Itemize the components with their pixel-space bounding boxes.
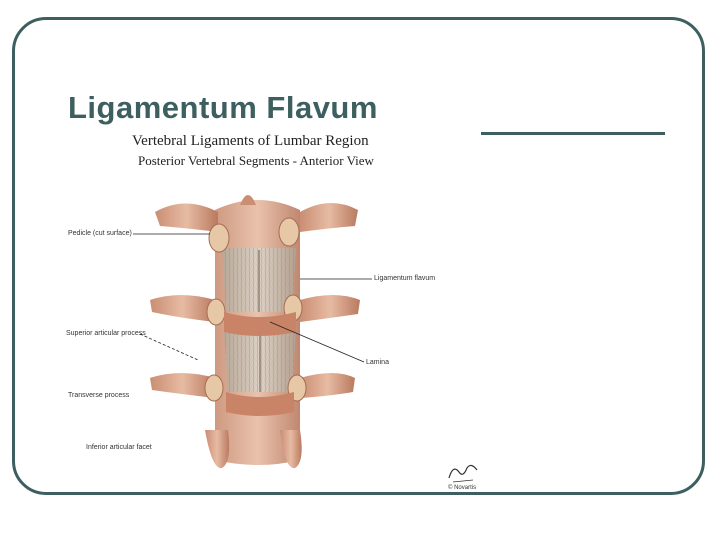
ligamentum-flavum-sheets xyxy=(222,248,296,392)
signature-credit: © Novartis xyxy=(448,485,477,491)
figure-subtitle: Posterior Vertebral Segments - Anterior … xyxy=(138,153,374,168)
lamina-bands xyxy=(224,312,296,416)
netter-signature-logo xyxy=(448,464,478,483)
label-lamina: Lamina xyxy=(366,359,389,366)
label-pedicle: Pedicle (cut surface) xyxy=(68,230,132,237)
slide-title: Ligamentum Flavum xyxy=(68,90,378,125)
label-superior-articular-process: Superior articular process xyxy=(66,330,146,337)
pedicle-cut-surfaces xyxy=(204,217,307,402)
figure-title: Vertebral Ligaments of Lumbar Region xyxy=(132,133,369,149)
label-transverse-process: Transverse process xyxy=(68,392,130,399)
label-inferior-articular-facet: Inferior articular facet xyxy=(86,444,152,451)
title-underline xyxy=(481,132,665,135)
slide-frame xyxy=(12,17,705,495)
leader-lines xyxy=(133,233,372,363)
label-ligamentum-flavum: Ligamentum flavum xyxy=(374,275,436,282)
